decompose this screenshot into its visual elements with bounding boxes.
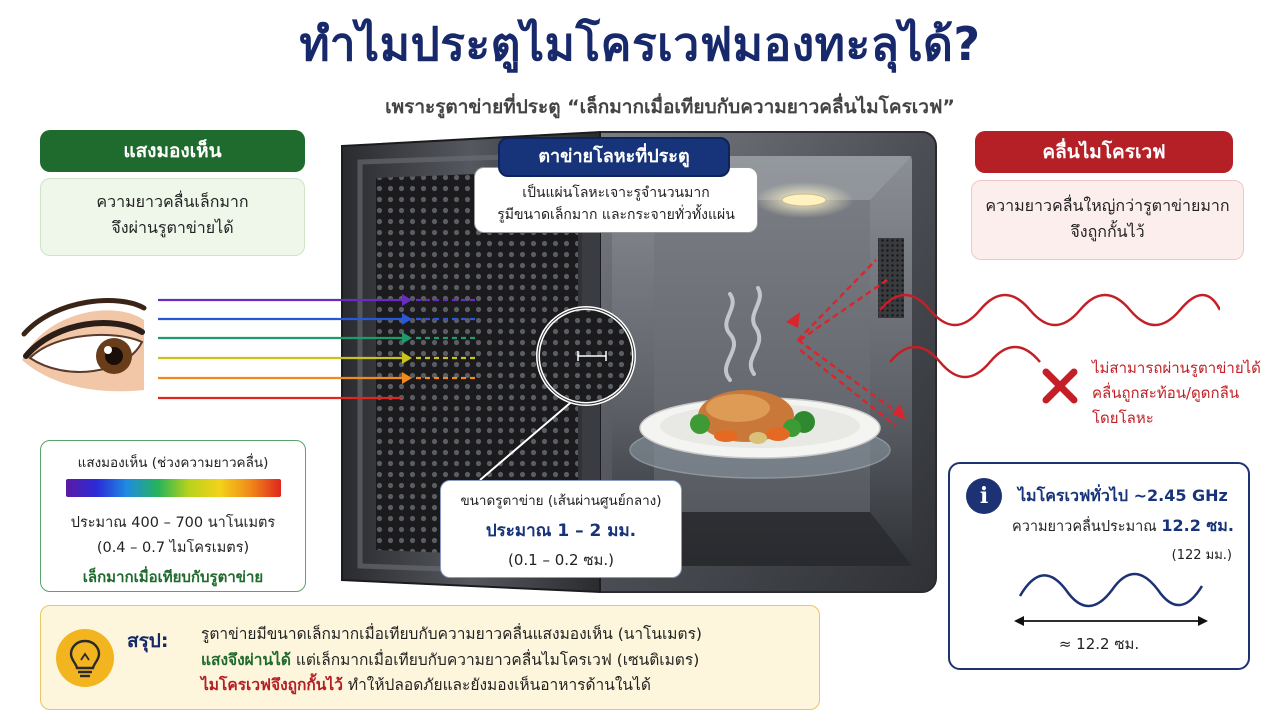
incoming-microwaves: [880, 293, 1220, 379]
mesh-line2: รูมีขนาดเล็กมาก และกระจายทั่วทั้งแผ่น: [497, 207, 735, 224]
eye-icon: [21, 298, 147, 392]
wavelength-mm: (122 มม.): [1171, 548, 1232, 563]
spectrum-card: แสงมองเห็น (ช่วงความยาวคลื่น) ประมาณ 400…: [40, 440, 306, 592]
magnifier-icon: [536, 306, 636, 406]
reflection-arrows: [797, 259, 903, 427]
hole-size-card: ขนาดรูตาข่าย (เส้นผ่านศูนย์กลาง) ประมาณ …: [440, 480, 682, 578]
hole-size-cm: (0.1 – 0.2 ซม.): [507, 551, 615, 569]
visible-light-card: ความยาวคลื่นเล็กมาก จึงผ่านรูตาข่ายได้: [40, 178, 305, 256]
light-rays: [158, 294, 478, 400]
blocked-line3: โดยโลหะ: [1092, 408, 1154, 427]
info-icon: i: [966, 478, 1002, 514]
microwave-title: คลื่นไมโครเวฟ: [975, 131, 1233, 173]
spectrum-bar: [66, 479, 281, 497]
spectrum-title: แสงมองเห็น (ช่วงความยาวคลื่น): [77, 455, 269, 471]
lamp-icon: [781, 193, 827, 207]
wavelength-label: ความยาวคลื่นประมาณ: [1012, 519, 1157, 535]
page-title: ทำไมประตูไมโครเวฟมองทะลุได้?: [299, 17, 981, 71]
spectrum-range-nm: ประมาณ 400 – 700 นาโนเมตร: [70, 515, 276, 531]
mesh-line1: เป็นแผ่นโลหะเจาะรูจำนวนมาก: [522, 185, 710, 201]
blocked-line1: ไม่สามารถผ่านรูตาข่ายได้: [1092, 359, 1261, 377]
mesh-card: เป็นแผ่นโลหะเจาะรูจำนวนมาก รูมีขนาดเล็กม…: [474, 167, 758, 233]
visible-light-line1: ความยาวคลื่นเล็กมาก: [96, 192, 249, 211]
microwave-card: ความยาวคลื่นใหญ่กว่ารูตาข่ายมาก จึงถูกกั…: [971, 180, 1244, 260]
wavelength-value: 12.2 ซม.: [1161, 516, 1234, 535]
wavelength-span-label: ≈ 12.2 ซม.: [1058, 635, 1140, 653]
microwave-line1: ความยาวคลื่นใหญ่กว่ารูตาข่ายมาก: [985, 196, 1230, 215]
summary-label: สรุป:: [127, 630, 169, 652]
spectrum-note: เล็กมากเมื่อเทียบกับรูตาข่าย: [82, 568, 264, 586]
summary-card: สรุป: รูตาข่ายมีขนาดเล็กมากเมื่อเทียบกับ…: [40, 605, 820, 710]
visible-light-title: แสงมองเห็น: [40, 130, 305, 172]
door-mesh: [376, 170, 578, 558]
summary-line2-rest: แต่เล็กมากเมื่อเทียบกับความยาวคลื่นไมโคร…: [290, 650, 700, 669]
visible-light-line2: จึงผ่านรูตาข่ายได้: [111, 218, 234, 238]
microwave-line2: จึงถูกกั้นไว้: [1070, 222, 1145, 242]
vent-grille: [878, 238, 904, 318]
wavelength-wave: [1018, 572, 1204, 608]
frequency-card: i ไมโครเวฟทั่วไป ~2.45 GHz ความยาวคลื่นป…: [948, 462, 1250, 670]
hole-size-mm: ประมาณ 1 – 2 มม.: [485, 521, 637, 541]
summary-line3-rest: ทำให้ปลอดภัยและยังมองเห็นอาหารด้านในได้: [342, 676, 651, 695]
mesh-title: ตาข่ายโลหะที่ประตู: [498, 137, 730, 177]
summary-line2-bold: แสงจึงผ่านได้: [201, 650, 291, 669]
page-subtitle: เพราะรูตาข่ายที่ประตู “เล็กมากเมื่อเทียบ…: [385, 96, 955, 118]
frequency-title: ไมโครเวฟทั่วไป ~2.45 GHz: [1018, 486, 1228, 505]
wavelength-span-arrow: [1014, 616, 1208, 626]
spectrum-range-um: (0.4 – 0.7 ไมโครเมตร): [96, 540, 250, 556]
summary-line3-bold: ไมโครเวฟจึงถูกกั้นไว้: [201, 676, 343, 695]
hole-size-title: ขนาดรูตาข่าย (เส้นผ่านศูนย์กลาง): [460, 493, 662, 509]
lightbulb-icon: [56, 629, 114, 687]
x-mark-icon: [1042, 368, 1078, 404]
steam-icon: [723, 286, 762, 382]
blocked-line2: คลื่นถูกสะท้อน/ดูดกลืน: [1092, 383, 1240, 402]
blocked-note: ไม่สามารถผ่านรูตาข่ายได้ คลื่นถูกสะท้อน/…: [1092, 356, 1272, 430]
summary-line1: รูตาข่ายมีขนาดเล็กมากเมื่อเทียบกับความยา…: [201, 625, 702, 643]
